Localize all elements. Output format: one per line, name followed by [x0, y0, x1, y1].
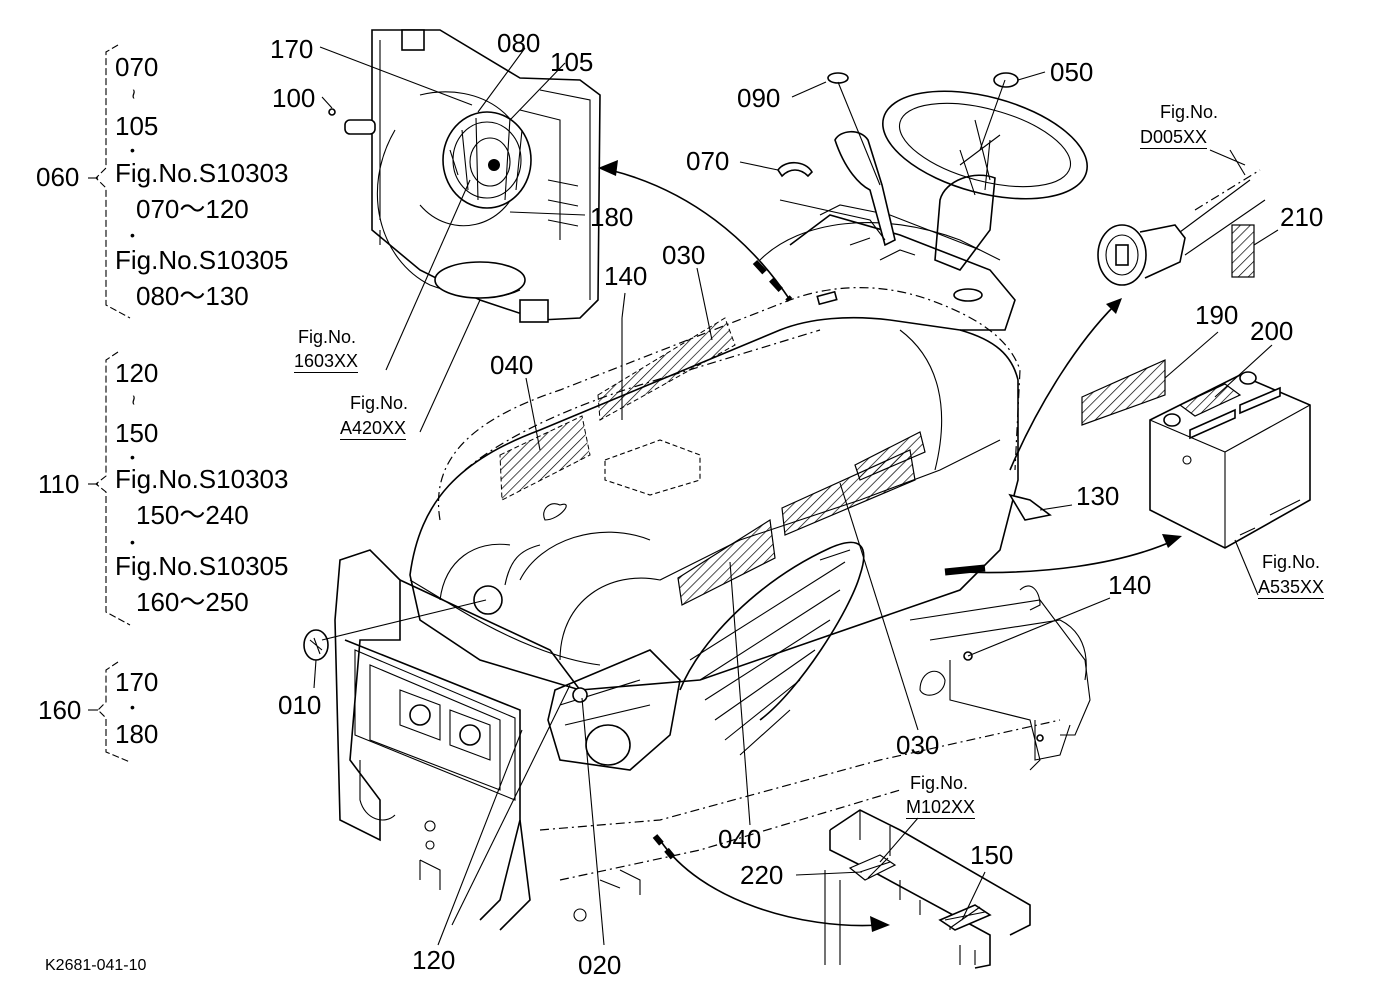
- callout-020: 020: [578, 950, 622, 980]
- fig-ref-a535-title: Fig.No.: [1262, 552, 1321, 572]
- leader-lines: [313, 46, 1279, 946]
- curved-arrows: [598, 160, 1182, 932]
- fig-ref-range: 070～120: [136, 194, 249, 224]
- fig-ref-1603-code: 1603XX: [294, 351, 359, 373]
- item: 180: [115, 719, 159, 749]
- headlight: [547, 649, 681, 771]
- bullet: •: [130, 142, 135, 158]
- callout-030: 030: [896, 730, 940, 760]
- callout-190: 190: [1195, 300, 1239, 330]
- callout-140: 140: [1108, 570, 1152, 600]
- callout-040: 040: [490, 350, 534, 380]
- item: 170: [115, 667, 159, 697]
- range-start: 070: [115, 52, 159, 82]
- subframe-detail: [824, 809, 1031, 969]
- callout-140: 140: [604, 261, 648, 291]
- small-parts: [303, 72, 1052, 661]
- part-070-shape: [777, 161, 814, 178]
- fig-ref-a535-code: A535XX: [1258, 577, 1325, 599]
- range-start: 120: [115, 358, 159, 388]
- callout-130: 130: [1076, 481, 1120, 511]
- fig-ref: Fig.No.S10303: [115, 464, 289, 494]
- fig-ref-d005-code: D005XX: [1140, 127, 1208, 149]
- callout-170: 170: [270, 34, 314, 64]
- range-end: 105: [115, 111, 159, 141]
- part-050-shape: [993, 72, 1019, 88]
- callout-150: 150: [970, 840, 1014, 870]
- fig-ref-a420-title: Fig.No.: [350, 393, 409, 413]
- fig-ref-m102-title: Fig.No.: [910, 773, 969, 793]
- bullet: •: [130, 534, 135, 550]
- label-190-shape: [1081, 359, 1166, 426]
- bullet: •: [130, 699, 135, 715]
- tilde: ~: [123, 88, 144, 100]
- fig-ref-a420-code: A420XX: [340, 418, 407, 440]
- callout-090: 090: [737, 83, 781, 113]
- callout-050: 050: [1050, 57, 1094, 87]
- callout-180: 180: [590, 202, 634, 232]
- group-id: 160: [38, 695, 82, 725]
- gear-lever: [779, 130, 896, 247]
- group-id: 110: [38, 469, 80, 499]
- callout-120: 120: [412, 945, 456, 975]
- fig-ref: Fig.No.S10303: [115, 158, 289, 188]
- tilde: ~: [123, 394, 144, 406]
- fig-ref-1603-title: Fig.No.: [298, 327, 357, 347]
- callout-100: 100: [272, 83, 316, 113]
- callout-010: 010: [278, 690, 322, 720]
- fig-ref: Fig.No.S10305: [115, 245, 289, 275]
- callout-040: 040: [718, 824, 762, 854]
- callout-200: 200: [1250, 316, 1294, 346]
- key-switch: [1097, 149, 1266, 286]
- battery: [1149, 371, 1311, 549]
- radiator-fan-assembly: [328, 29, 601, 323]
- fig-ref-range: 150～240: [136, 500, 249, 530]
- fig-ref-range: 160～250: [136, 587, 249, 617]
- fig-ref-m102-code: M102XX: [906, 797, 976, 819]
- bullet: •: [130, 227, 135, 243]
- part-090-shape: [827, 72, 849, 84]
- callout-030: 030: [662, 240, 706, 270]
- range-end: 150: [115, 418, 159, 448]
- front-grille-bumper: [334, 549, 581, 931]
- group-brackets: [88, 44, 131, 763]
- bullet: •: [130, 449, 135, 465]
- steering-wheel: [849, 90, 1088, 302]
- callout-080: 080: [497, 28, 541, 58]
- drawing-code: K2681-041-10: [45, 957, 147, 974]
- fig-ref: Fig.No.S10305: [115, 551, 289, 581]
- callout-220: 220: [740, 860, 784, 890]
- callout-210: 210: [1280, 202, 1324, 232]
- fig-ref-d005-title: Fig.No.: [1160, 102, 1219, 122]
- callout-105: 105: [550, 47, 594, 77]
- chassis-frame: [539, 585, 1091, 922]
- part-130-shape: [1008, 493, 1052, 521]
- group-id: 060: [36, 162, 80, 192]
- callout-070: 070: [686, 146, 730, 176]
- bonnet-hood: [409, 204, 1021, 756]
- fig-ref-range: 080～130: [136, 281, 249, 311]
